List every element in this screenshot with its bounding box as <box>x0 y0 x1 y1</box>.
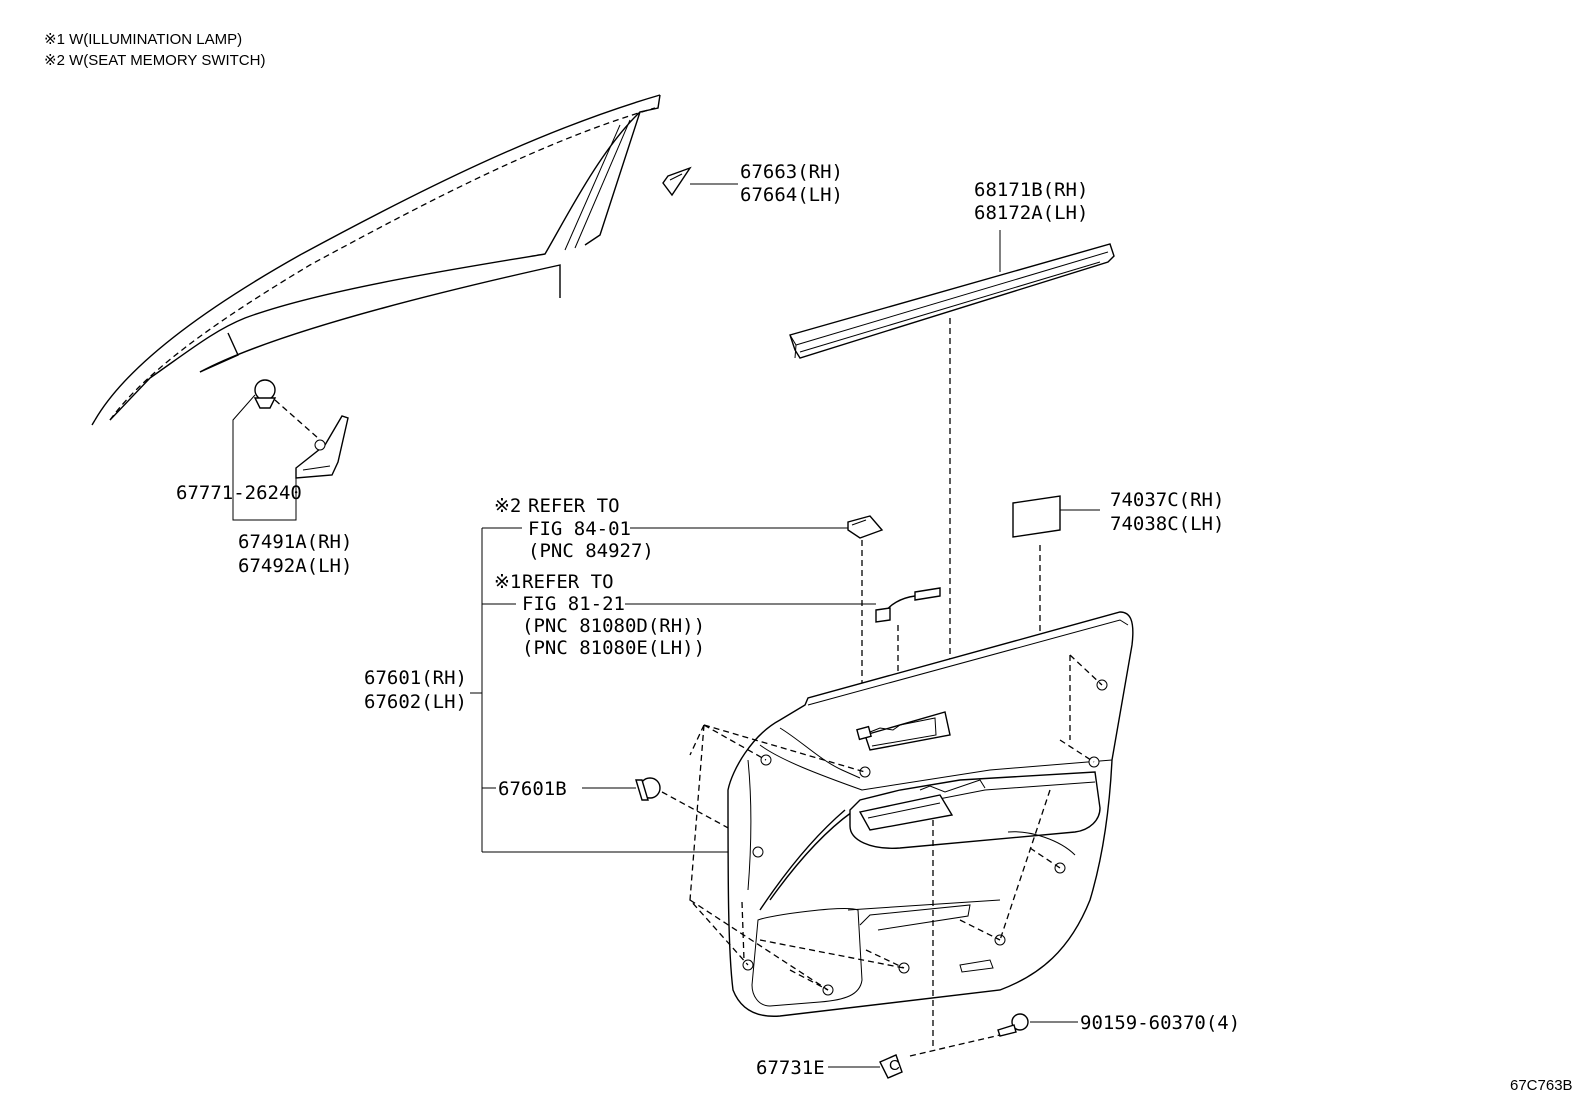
note-illumination-lamp: ※1 W(ILLUMINATION LAMP) <box>44 31 242 48</box>
seat-memory-switch-part <box>847 515 884 539</box>
ref2-text: REFER TO <box>528 495 620 517</box>
label-67731e: 67731E <box>756 1057 825 1079</box>
label-68172a: 68172A(LH) <box>974 202 1088 224</box>
label-67663: 67663(RH) <box>740 161 843 183</box>
bracket-part-67491a <box>295 415 349 479</box>
door-trim-panel <box>727 611 1134 1017</box>
label-67601b: 67601B <box>498 778 567 800</box>
label-74038c: 74038C(LH) <box>1110 513 1224 535</box>
diagram-code: 67C763B <box>1510 1077 1573 1094</box>
clip-part-67601b <box>635 777 661 801</box>
label-67601: 67601(RH) <box>364 667 467 689</box>
weatherstrip-part <box>789 243 1115 359</box>
ref2-fig-link[interactable]: FIG 84-01 <box>528 518 631 540</box>
label-67492a: 67492A(LH) <box>238 555 352 577</box>
screw-part-90159 <box>997 1013 1029 1037</box>
label-74037c: 74037C(RH) <box>1110 489 1224 511</box>
clip-part-67771 <box>253 379 277 409</box>
label-68171b: 68171B(RH) <box>974 179 1088 201</box>
pad-part-74037c <box>1012 495 1061 538</box>
ref1-fig-link[interactable]: FIG 81-21 <box>522 593 625 615</box>
label-67664: 67664(LH) <box>740 184 843 206</box>
ref1-pnc-lh: (PNC 81080E(LH)) <box>522 637 705 659</box>
label-67771: 67771-26240 <box>176 482 302 504</box>
door-window-frame <box>91 94 661 426</box>
cap-part-67731e: C <box>879 1054 903 1079</box>
label-67491a: 67491A(RH) <box>238 531 352 553</box>
panel-fastener-leaders <box>689 654 1103 991</box>
ref2-mark: ※2 <box>494 495 521 517</box>
ref1-mark: ※1 <box>494 571 521 593</box>
label-67602: 67602(LH) <box>364 691 467 713</box>
illumination-lamp-part <box>875 587 941 623</box>
ref1-text: REFER TO <box>522 571 614 593</box>
ref2-pnc: (PNC 84927) <box>528 540 654 562</box>
ref1-pnc-rh: (PNC 81080D(RH)) <box>522 615 705 637</box>
triangle-trim-part <box>662 166 692 197</box>
note-seat-memory-switch: ※2 W(SEAT MEMORY SWITCH) <box>44 52 265 69</box>
svg-text:C: C <box>889 1057 900 1074</box>
label-90159: 90159-60370(4) <box>1080 1012 1240 1034</box>
